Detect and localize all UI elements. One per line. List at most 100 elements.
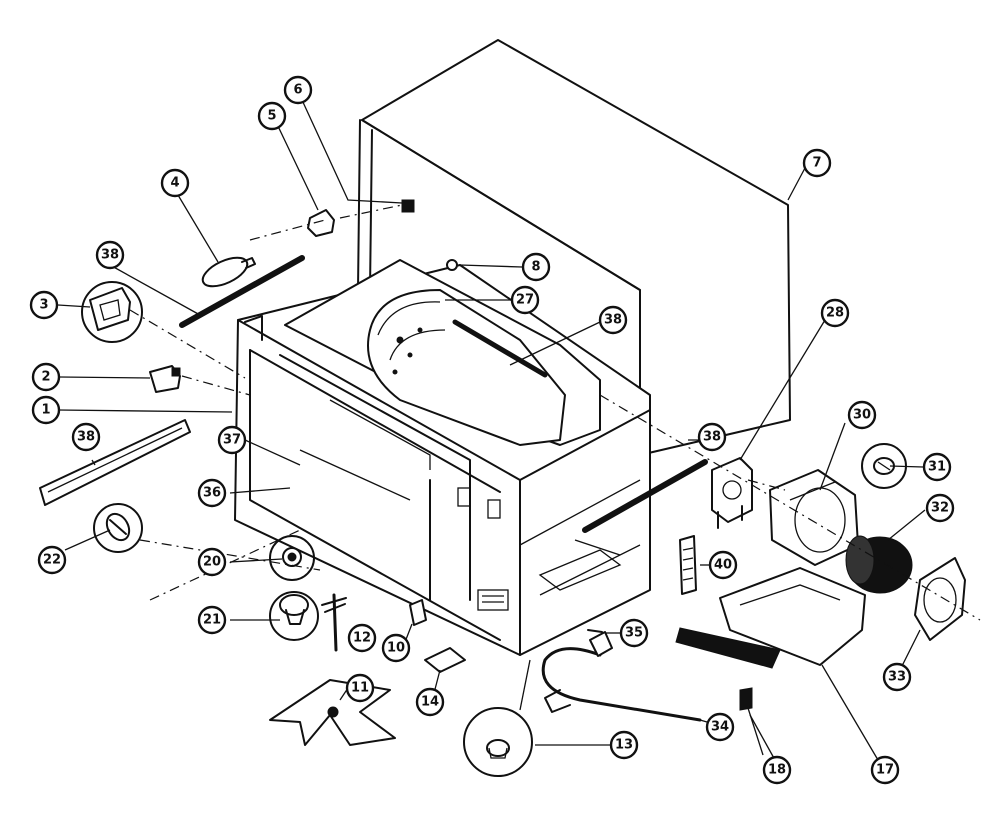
svg-text:13: 13 [615,738,633,753]
shaft [321,593,347,652]
cup-part [486,739,510,759]
svg-text:38: 38 [703,430,721,445]
callout-35: 35 [619,618,649,648]
callout-17: 17 [870,755,900,785]
svg-text:3: 3 [39,298,48,313]
connector [424,647,466,673]
callout-12: 12 [347,623,377,653]
callout-10: 10 [381,633,411,663]
callout-2: 2 [31,362,61,392]
callout-3: 3 [29,290,59,320]
svg-text:38: 38 [77,430,95,445]
switch [149,365,181,393]
callout-31: 31 [922,452,952,482]
callout-38-right: 38 [697,422,727,452]
callout-13: 13 [609,730,639,760]
base-details [477,539,622,611]
tab-part [401,199,415,213]
callout-36: 36 [197,478,227,508]
svg-text:40: 40 [714,558,732,573]
callout-30: 30 [847,400,877,430]
bracket [89,287,131,331]
svg-text:17: 17 [876,763,894,778]
callout-34: 34 [705,712,735,742]
blower-wheel [845,535,913,594]
svg-text:20: 20 [203,555,221,570]
svg-text:6: 6 [293,83,302,98]
small-bolt [587,629,603,633]
callout-32: 32 [925,493,955,523]
svg-text:31: 31 [928,460,946,475]
svg-text:5: 5 [267,109,276,124]
rod-right [582,459,708,533]
svg-text:27: 27 [516,293,534,308]
svg-text:22: 22 [43,553,61,568]
callout-11: 11 [345,673,375,703]
callouts: 1 2 3 4 5 6 7 8 10 11 12 13 14 17 18 20 … [29,75,955,785]
grommet [446,259,458,271]
callout-18: 18 [762,755,792,785]
callout-21: 21 [197,605,227,635]
svg-text:38: 38 [101,248,119,263]
inner-plate [284,259,601,446]
fan-cover [914,557,966,641]
svg-text:1: 1 [41,403,50,418]
detail-circles [81,281,907,777]
long-bar [39,419,191,506]
lamp-socket [307,209,335,237]
svg-text:2: 2 [41,370,50,385]
callout-4: 4 [160,168,190,198]
knob [282,547,302,567]
stirrer-blade [269,679,396,746]
svg-text:14: 14 [421,695,439,710]
callout-20: 20 [197,547,227,577]
callout-27: 27 [510,285,540,315]
callout-14: 14 [415,687,445,717]
rod-upper [179,255,305,328]
callout-38-center: 38 [598,305,628,335]
svg-text:7: 7 [812,156,821,171]
svg-text:30: 30 [853,408,871,423]
svg-text:12: 12 [353,631,371,646]
grid-filter [675,627,781,711]
svg-text:33: 33 [888,670,906,685]
callout-5: 5 [257,101,287,131]
svg-text:35: 35 [625,626,643,641]
svg-text:4: 4 [170,176,179,191]
fan-motor [711,457,753,529]
callout-33: 33 [882,662,912,692]
callout-8: 8 [521,252,551,282]
svg-text:28: 28 [826,306,844,321]
svg-text:36: 36 [203,486,221,501]
svg-text:10: 10 [387,641,405,656]
callout-38-left: 38 [71,422,101,452]
callout-22: 22 [37,545,67,575]
svg-text:11: 11 [351,681,369,696]
callout-6: 6 [283,75,313,105]
callout-38-upper: 38 [95,240,125,270]
svg-text:18: 18 [768,763,786,778]
callout-1: 1 [31,395,61,425]
callout-37: 37 [217,425,247,455]
svg-text:21: 21 [203,613,221,628]
svg-text:38: 38 [604,313,622,328]
svg-text:37: 37 [223,433,241,448]
fan-housing [769,469,859,566]
foot [279,594,309,625]
svg-text:34: 34 [711,720,729,735]
vent-duct [719,567,866,666]
power-cord [541,631,702,722]
outer-cabinet [357,39,791,456]
callout-28: 28 [820,298,850,328]
callout-40: 40 [708,550,738,580]
svg-text:8: 8 [531,260,540,275]
callout-7: 7 [802,148,832,178]
leader-lines [129,204,981,621]
clip [409,599,427,626]
light-strip [679,535,697,595]
screw [105,512,131,542]
svg-text:32: 32 [931,501,949,516]
lamp-bulb [201,256,256,288]
